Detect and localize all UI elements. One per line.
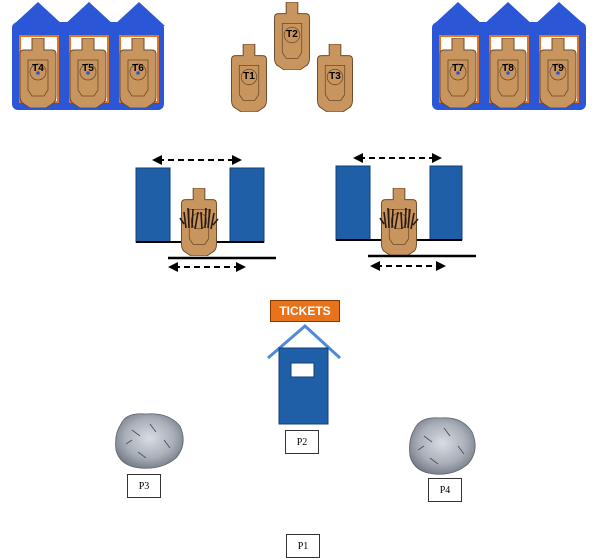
arrow-left-icon bbox=[152, 155, 162, 165]
arrow-right-icon bbox=[436, 261, 446, 271]
target-t4-label: T4 bbox=[32, 63, 44, 74]
cover-panel-left bbox=[335, 165, 371, 241]
position-p3: P3 bbox=[127, 474, 161, 498]
booth-window bbox=[290, 362, 315, 378]
right-tower-roof-2 bbox=[482, 2, 534, 26]
position-p2: P2 bbox=[285, 430, 319, 454]
cover-panel-right bbox=[429, 165, 463, 241]
rock-right bbox=[409, 417, 476, 475]
arrow-right-icon bbox=[236, 262, 246, 272]
left-tower: T4 T5 T6 bbox=[12, 2, 165, 110]
arrow-right-icon bbox=[232, 155, 242, 165]
hostage-target-silhouette bbox=[180, 188, 218, 256]
cover-panel-left bbox=[135, 167, 171, 243]
arrow-right-icon bbox=[432, 153, 442, 163]
booth-roof bbox=[267, 323, 342, 360]
target-t8-label: T8 bbox=[502, 63, 514, 74]
target-t6-label: T6 bbox=[132, 63, 144, 74]
left-tower-roof-1 bbox=[12, 2, 64, 26]
hands-icon bbox=[179, 207, 219, 230]
ticket-booth bbox=[267, 323, 342, 425]
target-t9-label: T9 bbox=[552, 63, 564, 74]
booth-body bbox=[278, 347, 329, 425]
target-t2-label: T2 bbox=[286, 29, 298, 40]
hostage-target-silhouette bbox=[380, 188, 418, 256]
left-tower-roof-2 bbox=[63, 2, 115, 26]
hands-icon bbox=[379, 207, 419, 230]
cover-panel-right bbox=[229, 167, 265, 243]
position-p1: P1 bbox=[286, 534, 320, 558]
target-t3-label: T3 bbox=[329, 71, 341, 82]
left-tower-roof-3 bbox=[113, 2, 165, 26]
tickets-sign: TICKETS bbox=[270, 300, 340, 322]
arrow-left-icon bbox=[370, 261, 380, 271]
target-t1-label: T1 bbox=[243, 71, 255, 82]
right-tower-roof-3 bbox=[533, 2, 586, 26]
rock-left bbox=[115, 413, 184, 469]
arrow-left-icon bbox=[353, 153, 363, 163]
right-tower: T7 T8 T9 bbox=[432, 2, 586, 110]
target-t7-label: T7 bbox=[452, 63, 464, 74]
center-targets: T2 T1 T3 bbox=[231, 2, 353, 112]
left-moving-target bbox=[135, 155, 276, 272]
target-t5-label: T5 bbox=[82, 63, 94, 74]
right-tower-roof-1 bbox=[432, 2, 484, 26]
position-p4: P4 bbox=[428, 478, 462, 502]
arrow-left-icon bbox=[168, 262, 178, 272]
right-moving-target bbox=[335, 153, 476, 271]
